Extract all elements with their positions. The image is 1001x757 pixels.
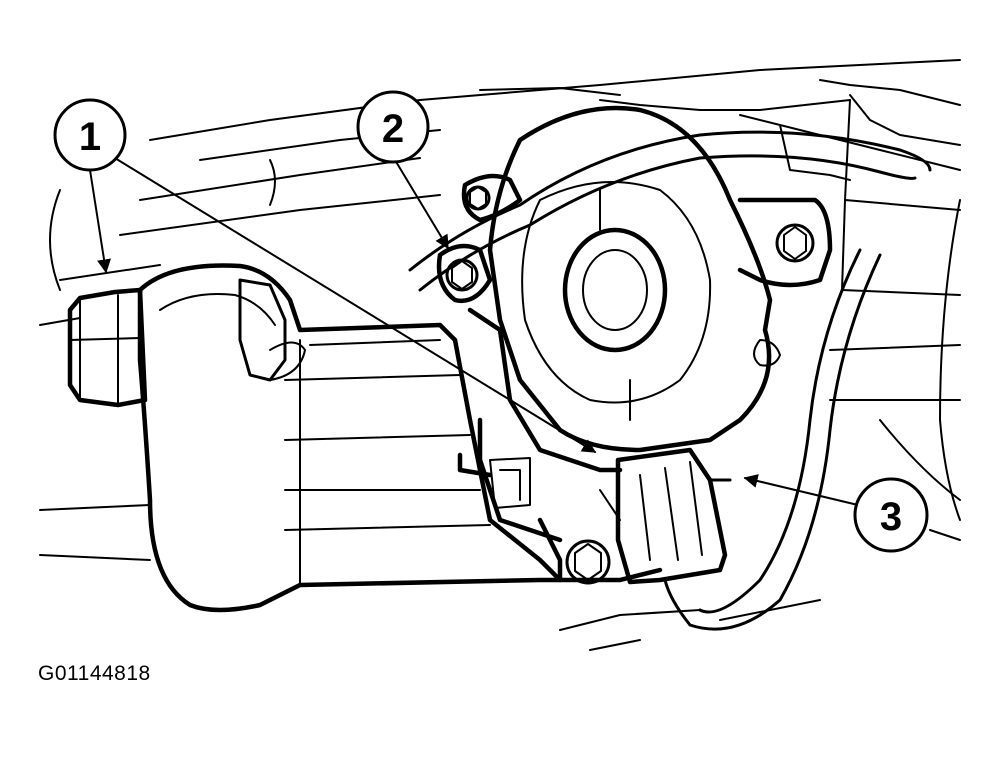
- callout-1-label: 1: [79, 115, 101, 159]
- motor-end-plug: [67, 287, 148, 408]
- mounting-bracket: [436, 173, 833, 367]
- motor-lower-housing: [457, 307, 663, 583]
- mounting-bolt-upper-left: [465, 185, 491, 211]
- door-panel-lines: [39, 59, 961, 651]
- mounting-bolt-lower: [565, 539, 611, 585]
- connector-wire-loop: [663, 248, 882, 631]
- leader-lines: [89, 154, 859, 506]
- mounting-bolt-left: [445, 258, 479, 292]
- mounting-bolt-right: [775, 223, 815, 263]
- regulator-motor: [137, 263, 563, 613]
- leader-1-to-plug: [89, 169, 111, 274]
- callout-3: 3: [853, 477, 929, 553]
- gear-housing: [487, 105, 773, 453]
- callout-3-label: 3: [880, 495, 902, 539]
- callout-1: 1: [53, 98, 127, 172]
- electrical-connector: [615, 447, 732, 585]
- leader-2-to-bolt: [394, 159, 449, 250]
- leader-3-to-connector: [743, 474, 859, 506]
- callout-2-label: 2: [382, 107, 404, 151]
- leader-1-to-connector: [109, 154, 597, 453]
- callout-2: 2: [356, 90, 430, 164]
- figure-id: G01144818: [38, 662, 151, 685]
